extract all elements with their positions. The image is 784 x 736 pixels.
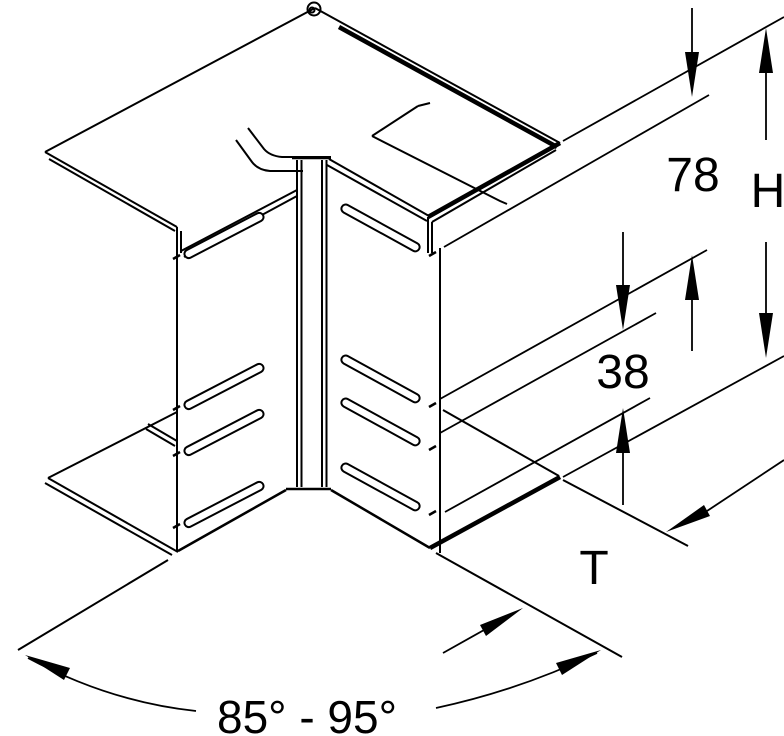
- dim-t-label: T: [579, 542, 608, 595]
- dimension-t: T: [442, 459, 784, 654]
- rivet-detail: [306, 1, 322, 17]
- left-wing-slots: [172, 211, 265, 530]
- right-wing-panel: [330, 203, 441, 553]
- right-wing-slots: [340, 203, 437, 517]
- dim-h-label: H: [751, 165, 784, 218]
- left-wing-panel: [145, 189, 298, 553]
- dimension-angle: 85° - 95°: [17, 552, 623, 736]
- dimension-78: 78: [439, 8, 784, 400]
- dimension-38: 38: [439, 232, 657, 513]
- dim-78-label: 78: [666, 149, 719, 202]
- base-plates: [44, 409, 689, 556]
- dim-38-label: 38: [596, 346, 649, 399]
- angle-range-label: 85° - 95°: [217, 691, 397, 736]
- corner-joint: [286, 160, 331, 491]
- dimension-h: H: [562, 28, 784, 478]
- cover-lid: [44, 1, 562, 253]
